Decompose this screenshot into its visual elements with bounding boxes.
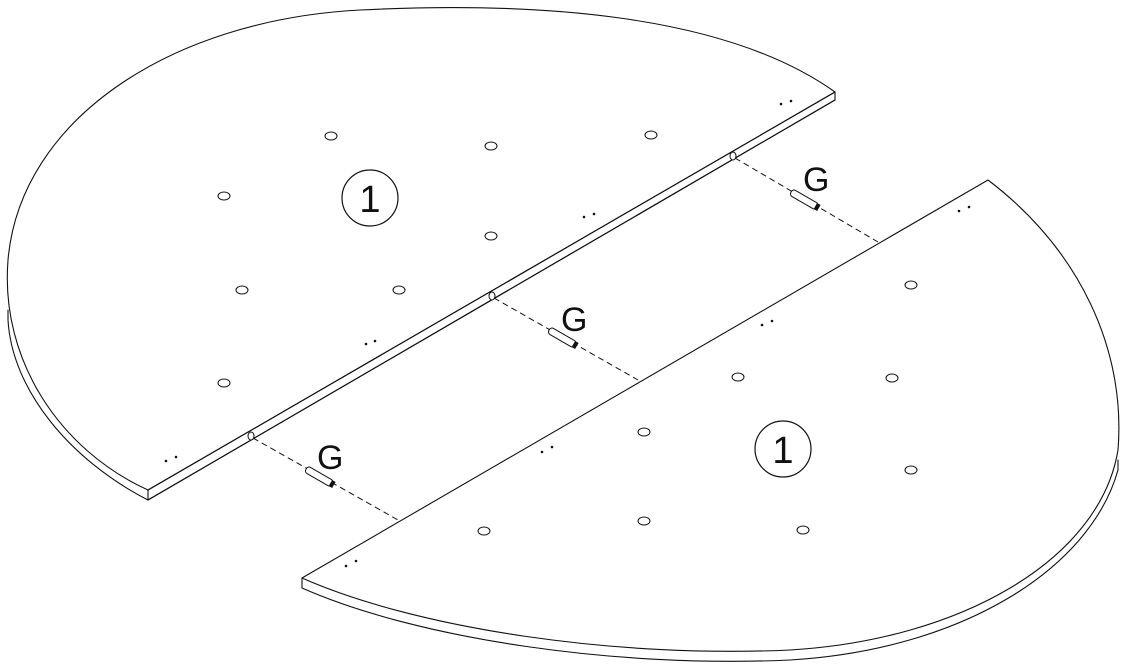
dowel-bottom: G	[252, 437, 399, 521]
pilot-hole	[957, 209, 961, 213]
pilot-hole	[779, 102, 783, 106]
pilot-hole	[582, 215, 586, 219]
dowel-label: G	[561, 301, 587, 339]
dowel-middle: G	[493, 297, 639, 381]
part-number-label: 1	[359, 179, 380, 221]
hole	[904, 465, 918, 475]
pilot-hole	[540, 450, 544, 454]
pilot-hole	[174, 455, 178, 459]
hole	[637, 516, 651, 526]
hole	[731, 372, 745, 382]
dowel-top: G	[734, 157, 879, 243]
hole	[484, 231, 498, 241]
hole	[392, 285, 406, 295]
pilot-hole	[550, 445, 554, 449]
dowel-hole	[488, 291, 496, 301]
hole	[217, 378, 231, 388]
hole	[885, 373, 899, 383]
hole	[324, 131, 338, 141]
hole	[904, 280, 918, 290]
table-half-right: 1	[301, 179, 1120, 662]
pilot-hole	[760, 323, 764, 327]
dowel-label: G	[803, 161, 829, 199]
hole	[644, 130, 658, 140]
part-number-label: 1	[772, 430, 793, 472]
pilot-hole	[373, 339, 377, 343]
table-half-left: 1	[6, 7, 836, 501]
hole	[484, 141, 498, 151]
dowel-hole	[247, 431, 255, 441]
pilot-hole	[164, 459, 168, 463]
hole	[477, 526, 491, 536]
pilot-hole	[364, 342, 368, 346]
pilot-hole	[592, 212, 596, 216]
pilot-hole	[967, 205, 971, 209]
dowel-label: G	[317, 439, 343, 477]
hole	[217, 191, 231, 201]
pilot-hole	[789, 99, 793, 103]
part-number-callout-right: 1	[754, 420, 812, 478]
pilot-hole	[354, 559, 358, 563]
dowel-hole	[729, 151, 737, 161]
hole	[637, 427, 651, 437]
pilot-hole	[344, 564, 348, 568]
hole	[796, 525, 810, 535]
part-number-callout-left: 1	[341, 169, 399, 227]
hole	[235, 285, 249, 295]
pilot-hole	[770, 319, 774, 323]
